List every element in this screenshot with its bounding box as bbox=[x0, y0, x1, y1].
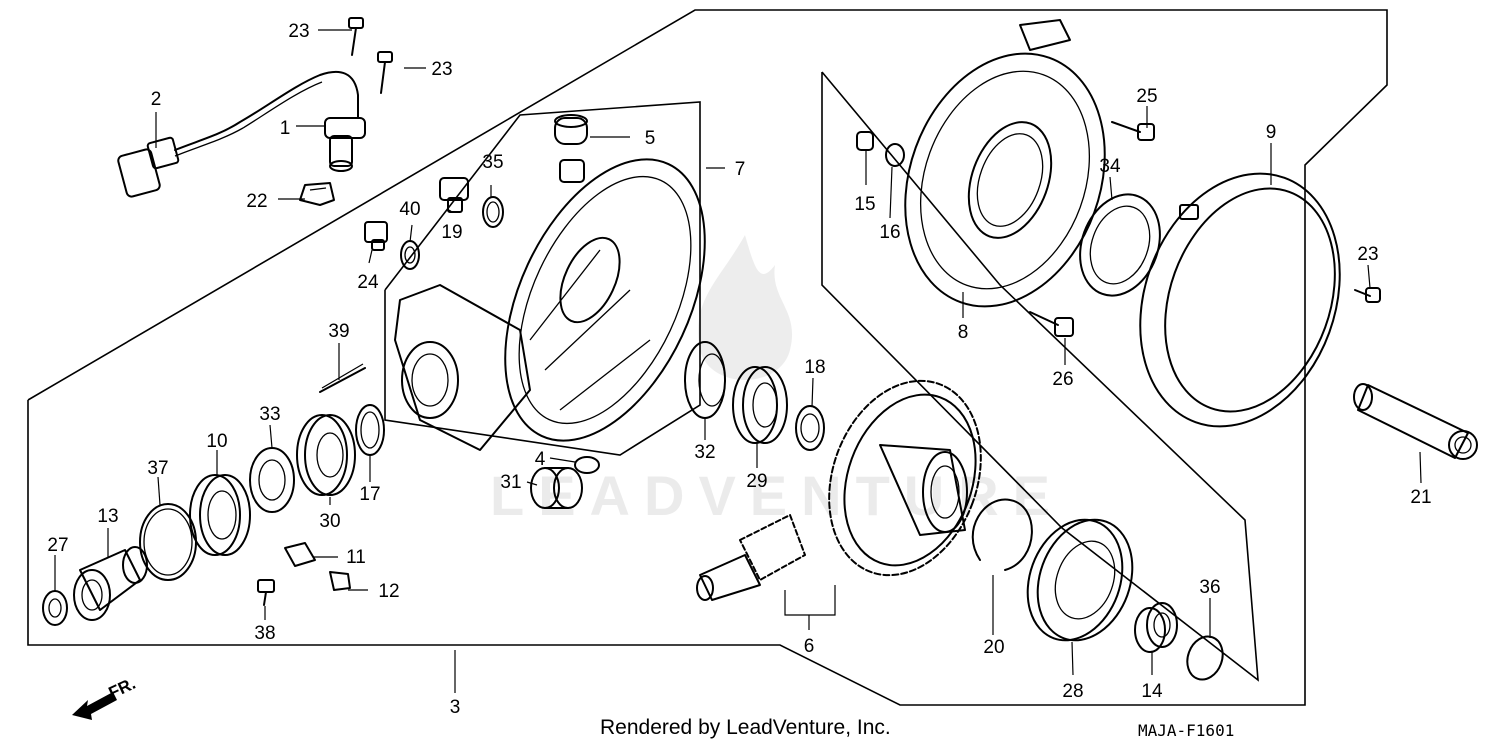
callout-39: 38 bbox=[254, 623, 275, 644]
washer-16-icon bbox=[885, 143, 905, 167]
callout-21: 21 bbox=[1410, 487, 1431, 508]
callout-36: 35 bbox=[482, 152, 503, 173]
callout-19: 19 bbox=[441, 222, 462, 243]
callout-26: 25 bbox=[1136, 86, 1157, 107]
bolt-26-icon bbox=[1111, 121, 1155, 141]
bearing-29-icon bbox=[1026, 518, 1134, 642]
bolt-icon bbox=[348, 17, 393, 94]
callout-10: 10 bbox=[206, 431, 227, 452]
callout-3: 3 bbox=[450, 697, 461, 718]
bolt-24-icon bbox=[1354, 287, 1381, 303]
callout-38: 37 bbox=[147, 458, 168, 479]
stud-bolt-icon bbox=[319, 363, 366, 393]
needle-bearing-32-icon bbox=[530, 467, 583, 509]
callout-33: 32 bbox=[694, 442, 715, 463]
pinion-gear-icon bbox=[696, 514, 806, 601]
callout-6: 6 bbox=[804, 636, 815, 657]
front-direction-arrow-icon: FR. bbox=[72, 674, 139, 720]
callout-29: 28 bbox=[1062, 681, 1083, 702]
o-ring-38-icon bbox=[139, 503, 197, 581]
callout-15: 15 bbox=[854, 194, 875, 215]
sensor-connector-icon bbox=[117, 70, 359, 198]
o-ring-4-icon bbox=[574, 456, 600, 474]
footer-credit: Rendered by LeadVenture, Inc. bbox=[600, 716, 891, 739]
callout-24: 23 bbox=[1357, 244, 1378, 265]
bearing-31-icon bbox=[296, 414, 356, 496]
collar-14-icon bbox=[1134, 602, 1178, 653]
joint-icon bbox=[73, 546, 148, 621]
callout-4: 4 bbox=[535, 449, 546, 470]
watermark-text: LEADVENTURE bbox=[490, 464, 1064, 527]
callout-9: 9 bbox=[1266, 122, 1277, 143]
callout-12: 12 bbox=[378, 581, 399, 602]
watermark-flame-icon bbox=[698, 235, 793, 380]
washer-41-icon bbox=[400, 240, 420, 270]
callout-28: 27 bbox=[47, 535, 68, 556]
callout-32: 31 bbox=[500, 472, 521, 493]
callout-40: 39 bbox=[328, 321, 349, 342]
circlip-20-icon bbox=[971, 498, 1033, 571]
callout-34: 33 bbox=[259, 404, 280, 425]
callout-11: 11 bbox=[346, 547, 366, 568]
ring-gear-icon bbox=[828, 379, 982, 577]
callout-13: 13 bbox=[97, 506, 118, 527]
callout-41: 40 bbox=[399, 199, 420, 220]
callout-30: 29 bbox=[746, 471, 767, 492]
callout-31: 30 bbox=[319, 511, 340, 532]
drain-plug-icon bbox=[439, 177, 469, 213]
callout-18: 18 bbox=[804, 357, 825, 378]
callout-8: 8 bbox=[958, 322, 969, 343]
lock-plate-12-icon bbox=[329, 571, 351, 591]
filler-plug-icon bbox=[364, 221, 388, 251]
callout-22: 22 bbox=[246, 191, 267, 212]
callout-2: 2 bbox=[151, 89, 162, 110]
shim-18-icon bbox=[795, 405, 825, 451]
oil-seal-35-icon bbox=[1079, 193, 1161, 297]
bolt-39-icon bbox=[257, 579, 275, 606]
bearing-30-icon bbox=[732, 366, 788, 444]
callout-20: 20 bbox=[983, 637, 1004, 658]
diagram-code: MAJA-F1601 bbox=[1138, 721, 1235, 740]
callout-7: 7 bbox=[735, 159, 746, 180]
speed-sensor-icon bbox=[324, 117, 366, 172]
oil-seal-34-icon bbox=[249, 447, 295, 513]
gear-case-icon bbox=[394, 158, 706, 451]
nut-28-icon bbox=[42, 590, 68, 626]
callout-14: 14 bbox=[1141, 681, 1163, 702]
callout-23a: 23 bbox=[288, 21, 309, 42]
assembly-frame-8 bbox=[821, 71, 1259, 682]
bolt-27-icon bbox=[1029, 311, 1074, 337]
lock-nut-icon bbox=[189, 474, 251, 556]
callout-labels: 23 23 2 1 22 5 7 35 40 19 24 39 33 10 37… bbox=[47, 21, 1431, 718]
callout-5: 5 bbox=[645, 128, 656, 149]
protector-ring-icon bbox=[1139, 172, 1341, 428]
callout-23b: 23 bbox=[431, 59, 452, 80]
spacer-pipe-icon bbox=[1353, 383, 1478, 460]
callout-17: 17 bbox=[359, 484, 380, 505]
assembly-frame-3 bbox=[27, 9, 1388, 706]
shim-17-icon bbox=[355, 404, 385, 456]
callout-1: 1 bbox=[280, 118, 291, 139]
assembly-frame-7 bbox=[384, 101, 701, 456]
leader-lines bbox=[54, 29, 1422, 693]
case-cover-icon bbox=[904, 19, 1106, 308]
bolt-15-icon bbox=[856, 131, 874, 151]
callout-35: 34 bbox=[1099, 156, 1121, 177]
washer-36-icon bbox=[482, 196, 504, 228]
callout-25: 24 bbox=[357, 272, 379, 293]
cap-icon bbox=[554, 114, 588, 145]
callout-27: 26 bbox=[1052, 369, 1073, 390]
wire-clamp-icon bbox=[299, 182, 335, 206]
callout-37: 36 bbox=[1199, 577, 1220, 598]
callout-16: 16 bbox=[879, 222, 900, 243]
lock-plate-11-icon bbox=[284, 542, 316, 567]
o-ring-37-icon bbox=[1186, 635, 1224, 681]
